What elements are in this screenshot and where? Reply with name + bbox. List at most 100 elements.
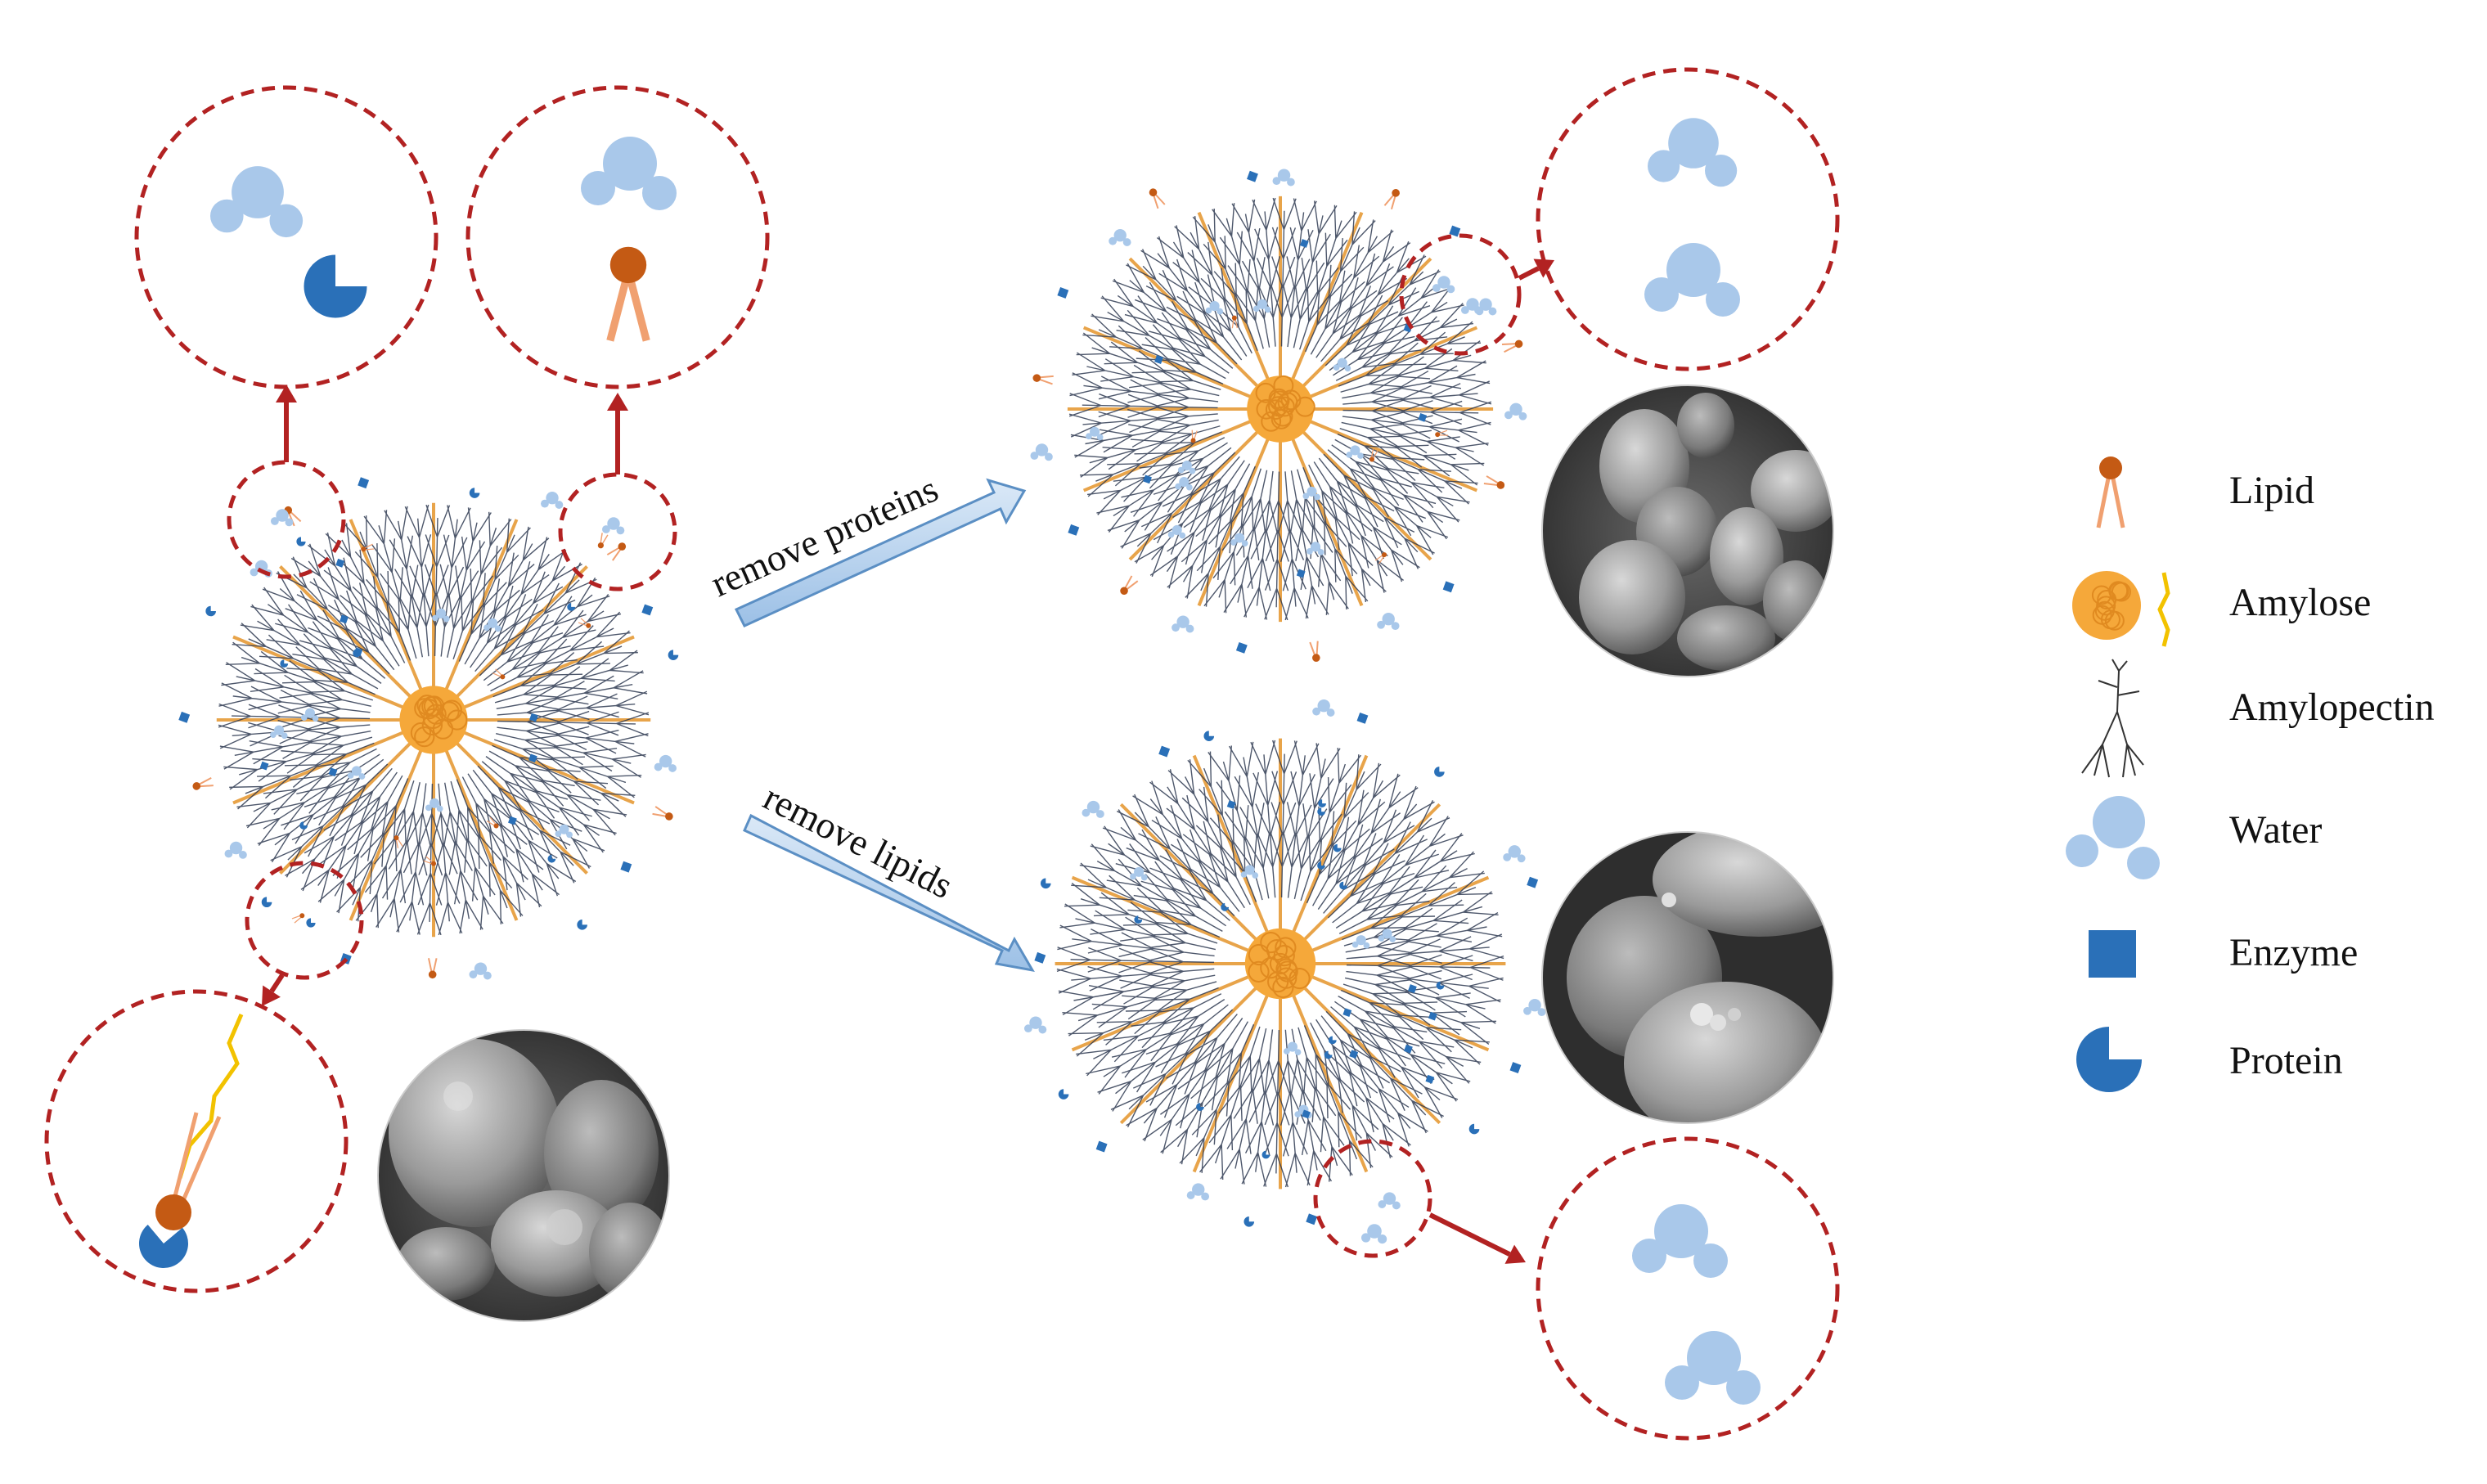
water-molecule xyxy=(1082,800,1104,818)
protein-icon xyxy=(2076,1027,2142,1092)
protein-molecule xyxy=(577,920,587,930)
water-molecule xyxy=(1252,299,1271,313)
enzyme-molecule xyxy=(529,713,538,722)
enzyme-molecule xyxy=(1057,287,1069,299)
water-molecule xyxy=(1503,845,1526,863)
amylopectin-branches xyxy=(1068,197,1492,621)
enzyme-molecule xyxy=(1302,1109,1311,1119)
amylose-icon xyxy=(2072,571,2170,647)
lipid-molecule xyxy=(1231,315,1238,329)
enzyme-molecule xyxy=(1425,1074,1435,1084)
water-molecule xyxy=(541,491,564,509)
lipid-molecule xyxy=(1120,575,1139,596)
protein-molecule xyxy=(306,918,316,928)
zoom-water xyxy=(581,137,677,210)
enzyme-molecule xyxy=(1342,1008,1352,1018)
protein-molecule xyxy=(1333,843,1342,852)
native-starch-granule xyxy=(178,477,679,980)
zoom-water xyxy=(210,166,304,238)
protein-molecule xyxy=(1317,861,1325,870)
protein-molecule xyxy=(1058,1089,1069,1100)
enzyme-molecule xyxy=(1095,1140,1108,1153)
zoom-spot-complex xyxy=(245,861,364,980)
protein-molecule xyxy=(280,659,289,668)
lipid-molecule xyxy=(1149,188,1166,209)
protein-molecule xyxy=(261,897,272,908)
lipid-molecule xyxy=(1032,374,1054,385)
zoom-water xyxy=(1665,1331,1761,1405)
zoom-arrow-water-dp xyxy=(1518,259,1554,281)
water-molecule xyxy=(1086,426,1104,441)
water-molecule xyxy=(1346,445,1364,459)
protein-molecule xyxy=(1317,807,1326,816)
water-molecule xyxy=(1175,477,1193,491)
amylose-core xyxy=(399,686,468,754)
enzyme-molecule xyxy=(1306,1213,1318,1225)
lipid-molecule xyxy=(1383,189,1400,210)
water-molecule xyxy=(1283,1041,1302,1056)
enzyme-molecule xyxy=(1356,712,1369,724)
lipid-molecule xyxy=(427,958,438,979)
lipid-molecule xyxy=(1501,340,1523,353)
zoom-circle-water-protein xyxy=(134,85,438,389)
water-molecule xyxy=(300,708,319,722)
zoom-amylose-lipid-protein-complex xyxy=(139,1014,244,1268)
legend-label-protein: Protein xyxy=(2229,1039,2343,1082)
water-molecule xyxy=(1378,1192,1401,1210)
water-molecule xyxy=(1186,1183,1210,1201)
lipid-molecule xyxy=(1483,475,1505,489)
water-molecule xyxy=(1023,1016,1047,1034)
zoom-arrow-water-lipid xyxy=(607,393,628,474)
enzyme-molecule xyxy=(1068,524,1080,536)
enzyme-molecule xyxy=(1509,1062,1522,1074)
water-molecule xyxy=(1172,615,1194,633)
protein-molecule xyxy=(205,605,216,617)
protein-molecule xyxy=(1221,902,1230,911)
water-molecule xyxy=(1109,228,1131,246)
zoom-spot-water-dp xyxy=(1399,233,1522,356)
lipid-molecule xyxy=(192,777,214,790)
water-molecule xyxy=(270,725,288,740)
enzyme-molecule xyxy=(528,753,537,763)
sem-micrograph-native xyxy=(378,1030,669,1321)
lipid-molecule xyxy=(394,835,403,848)
enzyme-molecule xyxy=(1247,170,1258,182)
water-molecule xyxy=(483,618,501,632)
water-molecule xyxy=(469,962,492,980)
zoom-callouts xyxy=(44,67,1840,1441)
water-molecule xyxy=(602,517,625,535)
legend-label-enzyme: Enzyme xyxy=(2229,931,2358,974)
protein-molecule xyxy=(1434,767,1445,777)
enzyme-molecule xyxy=(1404,1044,1413,1054)
water-molecule xyxy=(1130,866,1148,881)
zoom-water xyxy=(1632,1204,1728,1278)
water-molecule xyxy=(1523,999,1546,1017)
zoom-water xyxy=(1648,118,1738,187)
lipid-molecule xyxy=(361,543,375,552)
water-molecule xyxy=(1272,169,1295,187)
protein-molecule xyxy=(1203,731,1215,741)
zoom-water xyxy=(1644,243,1740,317)
legend-item-water: Water xyxy=(2066,796,2322,879)
protein-molecule xyxy=(1196,1103,1204,1111)
water-molecule xyxy=(425,798,443,812)
zoom-spot-water-protein xyxy=(227,460,346,579)
legend-item-amylopectin: Amylopectin xyxy=(2081,659,2435,778)
water-molecule xyxy=(1167,524,1186,539)
protein-molecule xyxy=(1436,981,1445,990)
water-icon xyxy=(2066,796,2160,879)
lipid-molecule xyxy=(1435,429,1449,438)
enzyme-molecule xyxy=(178,711,191,723)
lipid-molecule xyxy=(578,618,591,628)
enzyme-molecule xyxy=(1418,412,1428,422)
enzyme-molecule xyxy=(328,767,338,777)
lipid-molecule xyxy=(1374,552,1387,564)
delipidized-starch-granule xyxy=(1023,699,1546,1227)
amylose-core xyxy=(1247,375,1315,443)
water-molecule xyxy=(1205,300,1224,315)
enzyme-molecule xyxy=(620,861,632,873)
water-molecule xyxy=(1240,865,1259,879)
amylopectin-branches xyxy=(1056,740,1504,1188)
enzyme-molecule xyxy=(1449,225,1461,237)
protein-molecule xyxy=(567,603,576,611)
